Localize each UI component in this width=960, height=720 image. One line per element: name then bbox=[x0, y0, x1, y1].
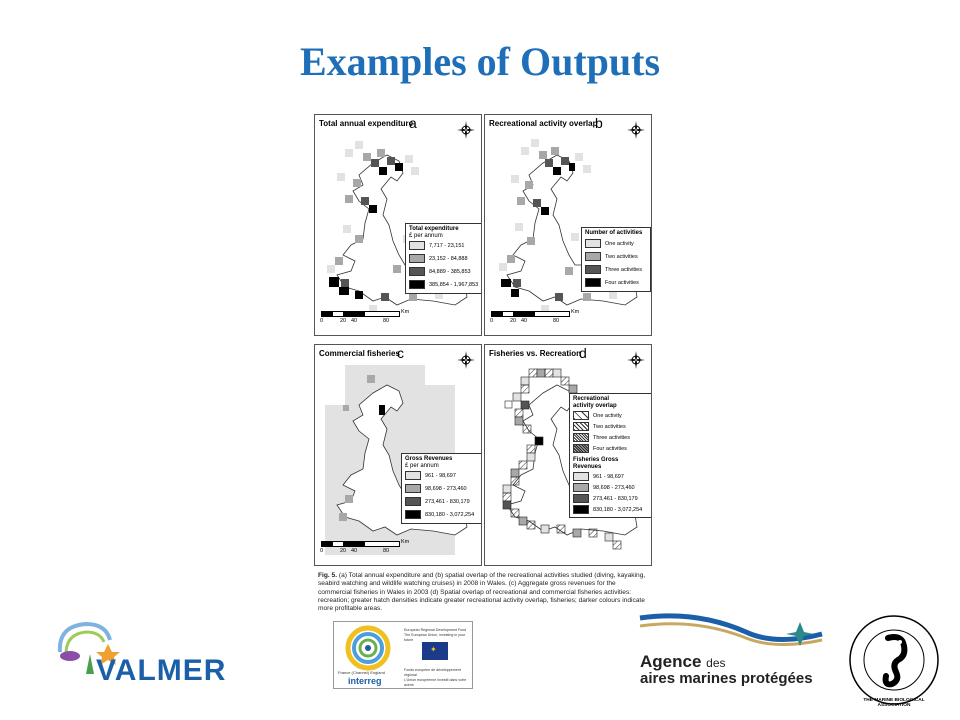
panel-letter-b: b bbox=[595, 115, 603, 131]
legend-swatch bbox=[409, 241, 425, 250]
panel-title-c: Commercial fisheries bbox=[319, 349, 400, 358]
map-panel-c: Commercial fisheries c Gross Revenues £ … bbox=[314, 344, 482, 566]
legend-swatch bbox=[409, 280, 425, 289]
wales-map-d bbox=[502, 368, 638, 550]
legend-title: Total expenditure bbox=[409, 226, 459, 232]
legend-title: Gross Revenues bbox=[405, 456, 453, 462]
legend-item: 273,461 - 830,179 bbox=[405, 495, 481, 508]
legend-swatch bbox=[585, 239, 601, 248]
legend-item: 273,461 - 830,179 bbox=[573, 493, 649, 504]
legend-item: 98,698 - 273,460 bbox=[573, 482, 649, 493]
panel-letter-c: c bbox=[397, 345, 404, 361]
legend-swatch bbox=[573, 411, 589, 420]
legend-b: Number of activities One activity Two ac… bbox=[581, 227, 651, 292]
legend-item: One activity bbox=[585, 237, 647, 250]
north-arrow-icon bbox=[627, 121, 645, 139]
legend-item: 98,698 - 273,460 bbox=[405, 482, 481, 495]
north-arrow-icon bbox=[627, 351, 645, 369]
legend-title: Number of activities bbox=[585, 230, 643, 236]
agence-word: Agence bbox=[640, 652, 702, 671]
legend-subtitle: £ per annum bbox=[409, 233, 443, 239]
legend-swatch bbox=[409, 254, 425, 263]
legend-item: Four activities bbox=[585, 276, 647, 289]
legend-item: Four activities bbox=[573, 443, 649, 454]
agence-aires-marines-logo: Agence des aires marines protégées bbox=[636, 606, 832, 692]
caption-text: (a) Total annual expenditure and (b) spa… bbox=[318, 572, 646, 613]
legend-item: 830,180 - 3,072,254 bbox=[405, 508, 481, 521]
legend-item: Three activities bbox=[573, 432, 649, 443]
legend-swatch bbox=[585, 265, 601, 274]
north-arrow-icon bbox=[457, 351, 475, 369]
legend2-title: Fisheries Gross Revenues bbox=[573, 457, 619, 470]
legend-swatch bbox=[573, 444, 589, 453]
wales-map-a bbox=[327, 141, 468, 313]
legend-subtitle: £ per annum bbox=[405, 463, 439, 469]
legend-swatch bbox=[573, 494, 589, 503]
slide-title: Examples of Outputs bbox=[299, 39, 661, 84]
legend-swatch bbox=[573, 422, 589, 431]
caption-label: Fig. 5. bbox=[318, 572, 338, 579]
interreg-wordmark: interreg bbox=[348, 676, 382, 686]
legend-swatch bbox=[405, 471, 421, 480]
scale-bar: Km 0 20 40 80 bbox=[320, 539, 410, 554]
legend-swatch bbox=[405, 510, 421, 519]
legend-item: 84,889 - 385,853 bbox=[409, 265, 479, 278]
interreg-emblem-icon bbox=[345, 625, 391, 671]
panel-title-b: Recreational activity overlap bbox=[489, 119, 598, 128]
legend-swatch bbox=[573, 472, 589, 481]
map-panel-d: Fisheries vs. Recreation d Recreational … bbox=[484, 344, 652, 566]
panel-letter-a: a bbox=[409, 115, 417, 131]
mba-logo: THE MARINE BIOLOGICAL ASSOCIATION bbox=[848, 614, 940, 708]
legend-item: Two activities bbox=[585, 250, 647, 263]
feder-line: Fonds européen de développement régional bbox=[404, 668, 461, 677]
panel-title-a: Total annual expenditure bbox=[319, 119, 414, 128]
legend-swatch bbox=[573, 483, 589, 492]
mba-text: THE MARINE BIOLOGICAL ASSOCIATION bbox=[863, 698, 925, 708]
valmer-emblem-icon bbox=[57, 621, 120, 674]
legend-item: 7,717 - 23,151 bbox=[409, 239, 479, 252]
interreg-logo: France (Channel) England interreg Europe… bbox=[333, 621, 473, 689]
feder-line2: L'Union européenne investit dans votre a… bbox=[404, 678, 467, 687]
legend-item: Two activities bbox=[573, 421, 649, 432]
legend-swatch bbox=[585, 278, 601, 287]
valmer-wordmark: VALMER bbox=[96, 654, 227, 687]
north-arrow-icon bbox=[457, 121, 475, 139]
legend-a: Total expenditure £ per annum 7,717 - 23… bbox=[405, 223, 481, 294]
erdf-line2: The European Union, investing in your fu… bbox=[404, 633, 466, 642]
legend-swatch bbox=[585, 252, 601, 261]
legend-item: Three activities bbox=[585, 263, 647, 276]
map-panel-a: Total annual expenditure a Total expendi… bbox=[314, 114, 482, 336]
agence-des: des bbox=[706, 656, 726, 670]
legend-swatch bbox=[405, 497, 421, 506]
wales-map-b bbox=[499, 139, 638, 313]
agence-subtitle: aires marines protégées bbox=[640, 670, 813, 687]
legend-item: 830,180 - 3,072,254 bbox=[573, 504, 649, 515]
legend-item: 23,152 - 84,888 bbox=[409, 252, 479, 265]
legend-item: 961 - 98,697 bbox=[405, 469, 481, 482]
legend-item: 961 - 98,697 bbox=[573, 471, 649, 482]
valmer-logo: VALMER bbox=[46, 612, 225, 688]
interreg-countries: France (Channel) England bbox=[338, 670, 385, 675]
legend-title: Recreational activity overlap bbox=[573, 396, 617, 409]
legend-swatch bbox=[573, 433, 589, 442]
seahorse-seal-icon bbox=[849, 615, 939, 705]
legend-item: 385,854 - 1,967,853 bbox=[409, 278, 479, 291]
map-panel-b: Recreational activity overlap b Number o… bbox=[484, 114, 652, 336]
wave-emblem-icon bbox=[639, 613, 823, 647]
legend-d: Recreational activity overlap One activi… bbox=[569, 393, 651, 518]
legend-swatch bbox=[573, 505, 589, 514]
figure-caption: Fig. 5. (a) Total annual expenditure and… bbox=[318, 572, 646, 613]
legend-swatch bbox=[409, 267, 425, 276]
panel-letter-d: d bbox=[579, 345, 587, 361]
panel-title-d: Fisheries vs. Recreation bbox=[489, 349, 582, 358]
legend-swatch bbox=[405, 484, 421, 493]
scale-bar: Km 0 20 40 80 bbox=[320, 309, 410, 324]
scale-bar: Km 0 20 40 80 bbox=[490, 309, 580, 324]
legend-item: One activity bbox=[573, 410, 649, 421]
eu-flag-icon: ✦ bbox=[422, 642, 448, 660]
erdf-line: European Regional Development Fund bbox=[404, 628, 467, 632]
legend-c: Gross Revenues £ per annum 961 - 98,697 … bbox=[401, 453, 481, 524]
